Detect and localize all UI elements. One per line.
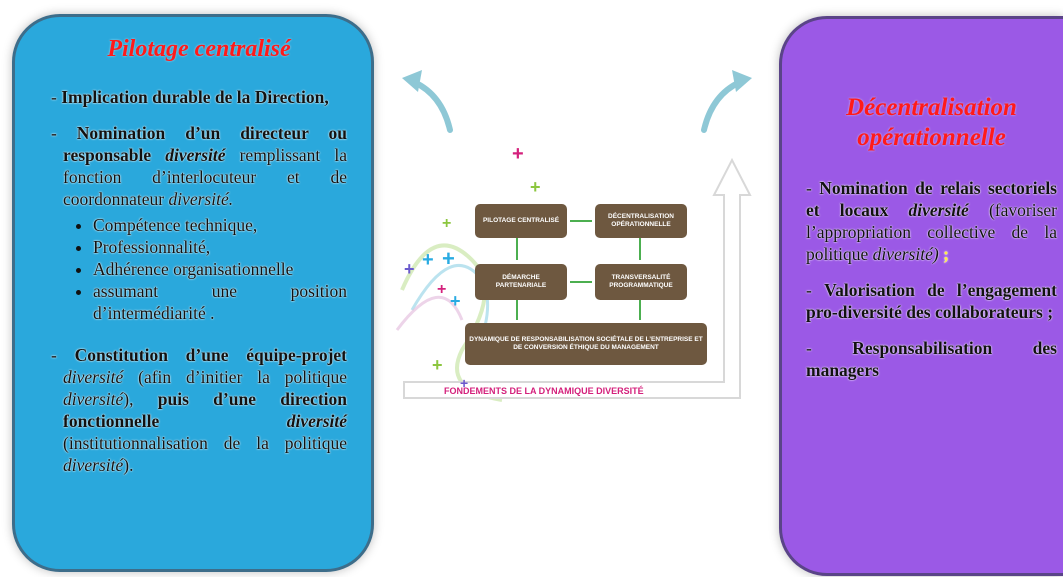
plus-icon: + <box>530 177 541 197</box>
right-item-1: - Nomination de relais sectoriels et loc… <box>806 178 1057 264</box>
plus-icon: + <box>437 281 447 298</box>
growth-arrow-icon <box>403 157 752 399</box>
bullet-item: assumant une position d’intermédiarité . <box>93 280 347 324</box>
plus-icon: + <box>404 259 415 279</box>
pilotage-panel: Pilotage centralisé - Implication durabl… <box>12 14 374 572</box>
right-item-2: - Valorisation de l’engagement pro-diver… <box>806 280 1057 322</box>
left-item-3: - Constitution d’une équipe-projet diver… <box>51 344 347 475</box>
plus-icon: + <box>460 375 469 391</box>
box-demarche-partenariale: DÉMARCHE PARTENARIALE <box>475 264 567 300</box>
left-curved-arrow-icon <box>402 70 453 133</box>
pilotage-title: Pilotage centralisé <box>107 36 291 62</box>
box-pilotage-centralise: PILOTAGE CENTRALISÉ <box>475 204 567 238</box>
plus-icon: + <box>450 291 461 311</box>
plus-icon: + <box>442 215 452 232</box>
bullet-item: Adhérence organisationnelle <box>93 258 347 280</box>
decentralisation-panel: Décentralisation opérationnelle - Nomina… <box>779 16 1063 576</box>
box-decentralisation: DÉCENTRALISATION OPÉRATIONNELLE <box>595 204 687 238</box>
bullet-item: Compétence technique, <box>93 214 347 236</box>
diversity-diagram: PILOTAGE CENTRALISÉ DÉCENTRALISATION OPÉ… <box>392 120 752 420</box>
box-dynamique: DYNAMIQUE DE RESPONSABILISATION SOCIÉTAL… <box>465 323 707 365</box>
left-item-2: - Nomination d’un directeur ou responsab… <box>51 122 347 209</box>
right-item-3: - Responsabilisation des managers <box>806 338 1057 380</box>
plus-icon: + <box>422 249 434 271</box>
diagram-footer: FONDEMENTS DE LA DYNAMIQUE DIVERSITÉ <box>444 386 644 396</box>
box-transversalite: TRANSVERSALITÉ PROGRAMMATIQUE <box>595 264 687 300</box>
plus-icon: + <box>432 355 443 375</box>
plus-icon: + <box>512 143 524 165</box>
bullet-item: Professionnalité, <box>93 236 347 258</box>
decentralisation-title: Décentralisation opérationnelle <box>846 94 1017 151</box>
left-item-1: - Implication durable de la Direction, <box>51 86 329 107</box>
right-curved-arrow-icon <box>701 70 752 133</box>
curved-arrows <box>402 70 752 133</box>
plus-icon: + <box>442 246 455 271</box>
competence-list: Compétence technique, Professionnalité, … <box>51 214 347 324</box>
